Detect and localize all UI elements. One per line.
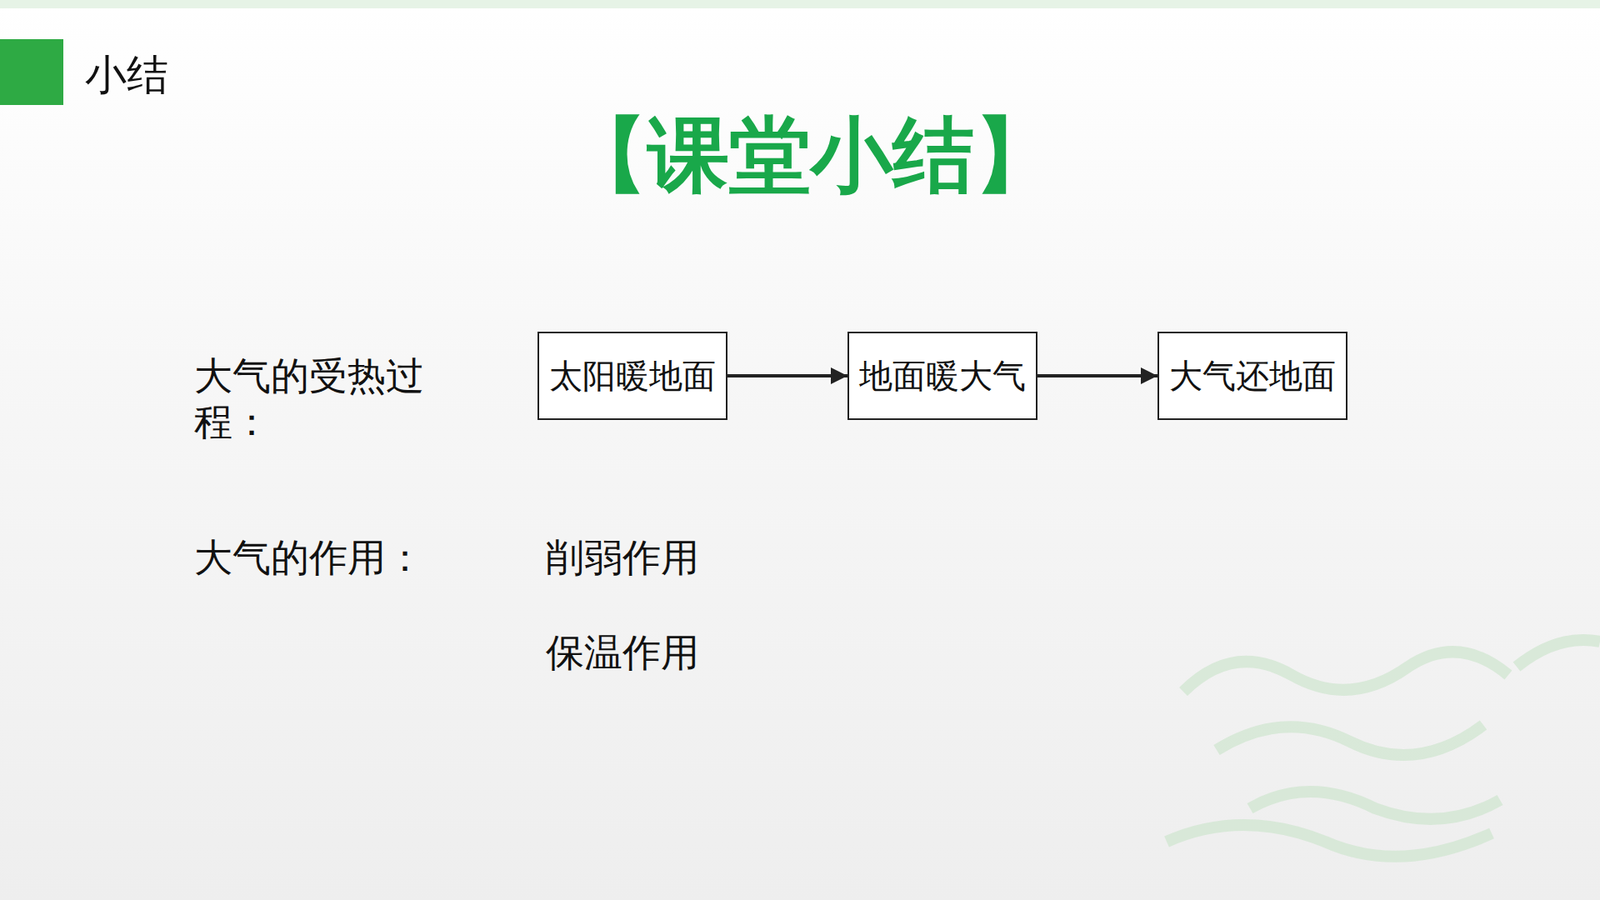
box-label: 太阳暖地面: [549, 353, 716, 400]
top-strip: [0, 0, 1600, 9]
function-item: 保温作用: [545, 630, 700, 676]
box-label: 地面暖大气: [859, 353, 1026, 400]
function-heading: 大气的作用：: [194, 535, 425, 581]
box-label: 大气还地面: [1169, 353, 1336, 400]
function-item: 削弱作用: [545, 535, 700, 581]
process-box: 太阳暖地面: [537, 331, 728, 420]
flow-arrow: [727, 374, 848, 378]
flow-arrow: [1037, 374, 1158, 378]
process-box: 大气还地面: [1157, 331, 1348, 420]
section-heading: 小结: [85, 50, 169, 100]
section-marker: [0, 39, 64, 105]
process-heading: 大气的受热过程：: [194, 353, 482, 445]
slide-title: 【课堂小结】: [0, 106, 1600, 205]
cloud-ornament: [1166, 640, 1600, 857]
process-box: 地面暖大气: [847, 331, 1038, 420]
